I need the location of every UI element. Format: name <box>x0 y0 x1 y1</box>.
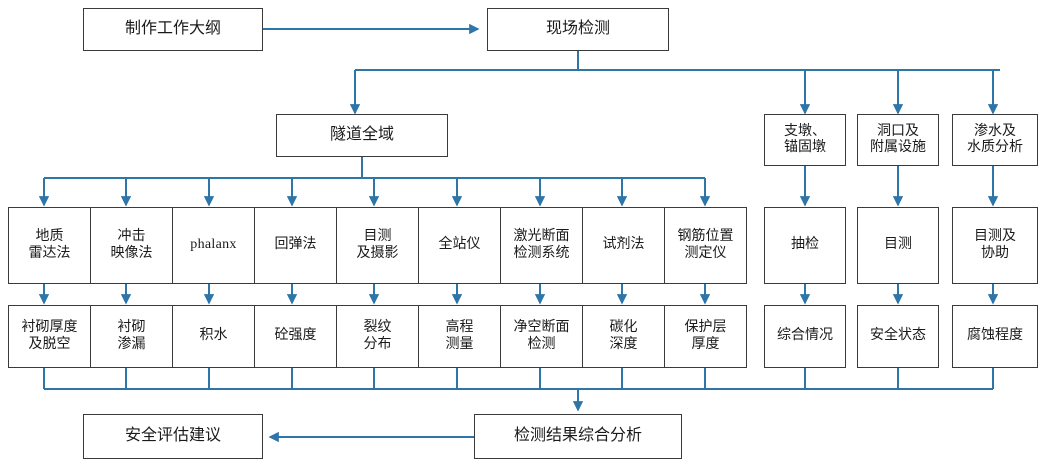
node-method-phalanx[interactable]: phalanx <box>172 207 255 284</box>
node-method-reagent[interactable]: 试剂法 <box>582 207 665 284</box>
node-method-laser-section[interactable]: 激光断面 检测系统 <box>500 207 583 284</box>
node-method-total-station[interactable]: 全站仪 <box>418 207 501 284</box>
node-result-concrete-strength-label: 砼强度 <box>274 328 317 344</box>
node-result-safety-status-label: 安全状态 <box>870 328 926 344</box>
node-result-lining-thickness-label: 衬砌厚度 及脱空 <box>21 320 78 352</box>
node-work-outline-label: 制作工作大纲 <box>124 20 221 38</box>
node-method-impact-imaging[interactable]: 冲击 映像法 <box>90 207 173 284</box>
node-safety-recommendation-label: 安全评估建议 <box>124 427 221 445</box>
node-result-corrosion-degree-label: 腐蚀程度 <box>967 328 1023 344</box>
node-result-carbonation-depth-label: 碳化 深度 <box>609 320 638 352</box>
node-tunnel-whole-label: 隧道全域 <box>329 126 394 144</box>
node-result-overall-condition[interactable]: 综合情况 <box>764 305 846 368</box>
node-safety-recommendation[interactable]: 安全评估建议 <box>83 414 263 459</box>
node-method-visual-photo-label: 目测 及摄影 <box>356 229 399 261</box>
node-result-cover-thickness[interactable]: 保护层 厚度 <box>664 305 747 368</box>
node-result-clearance-section[interactable]: 净空断面 检测 <box>500 305 583 368</box>
node-method-rebound-label: 回弹法 <box>274 237 317 253</box>
node-result-elevation-survey[interactable]: 高程 测量 <box>418 305 501 368</box>
node-method-ground-radar-label: 地质 雷达法 <box>28 229 71 261</box>
node-comprehensive-analysis[interactable]: 检测结果综合分析 <box>474 414 682 459</box>
node-result-elevation-survey-label: 高程 测量 <box>445 320 474 352</box>
node-result-overall-condition-label: 综合情况 <box>777 328 833 344</box>
node-target-portal[interactable]: 洞口及 附属设施 <box>857 114 939 166</box>
node-result-cover-thickness-label: 保护层 厚度 <box>684 320 727 352</box>
node-result-corrosion-degree[interactable]: 腐蚀程度 <box>952 305 1038 368</box>
node-result-lining-leakage[interactable]: 衬砌 渗漏 <box>90 305 173 368</box>
node-target-portal-label: 洞口及 附属设施 <box>870 123 926 155</box>
node-target-pier-label: 支墩、 锚固墩 <box>784 123 826 155</box>
node-method-visual-assist[interactable]: 目测及 协助 <box>952 207 1038 284</box>
node-method-total-station-label: 全站仪 <box>438 237 481 253</box>
node-method-sampling-label: 抽检 <box>791 237 819 253</box>
node-result-lining-thickness[interactable]: 衬砌厚度 及脱空 <box>8 305 91 368</box>
node-method-rebound[interactable]: 回弹法 <box>254 207 337 284</box>
node-method-reagent-label: 试剂法 <box>602 237 645 253</box>
node-method-impact-imaging-label: 冲击 映像法 <box>110 229 153 261</box>
node-method-ground-radar[interactable]: 地质 雷达法 <box>8 207 91 284</box>
node-site-inspection-label: 现场检测 <box>545 20 610 38</box>
node-result-safety-status[interactable]: 安全状态 <box>857 305 939 368</box>
node-method-visual-assist-label: 目测及 协助 <box>974 229 1016 261</box>
node-result-lining-leakage-label: 衬砌 渗漏 <box>117 320 146 352</box>
node-method-rebar-locator[interactable]: 钢筋位置 测定仪 <box>664 207 747 284</box>
node-result-concrete-strength[interactable]: 砼强度 <box>254 305 337 368</box>
node-method-visual-photo[interactable]: 目测 及摄影 <box>336 207 419 284</box>
node-result-clearance-section-label: 净空断面 检测 <box>513 320 570 352</box>
node-target-seepage-label: 渗水及 水质分析 <box>967 123 1023 155</box>
node-target-seepage[interactable]: 渗水及 水质分析 <box>952 114 1038 166</box>
node-method-rebar-locator-label: 钢筋位置 测定仪 <box>677 229 734 261</box>
node-result-water-accumulation[interactable]: 积水 <box>172 305 255 368</box>
node-site-inspection[interactable]: 现场检测 <box>487 8 669 51</box>
node-method-phalanx-label: phalanx <box>190 237 237 253</box>
node-method-sampling[interactable]: 抽检 <box>764 207 846 284</box>
node-result-carbonation-depth[interactable]: 碳化 深度 <box>582 305 665 368</box>
node-work-outline[interactable]: 制作工作大纲 <box>83 8 263 51</box>
node-result-water-accumulation-label: 积水 <box>199 328 228 344</box>
node-tunnel-whole[interactable]: 隧道全域 <box>276 114 448 157</box>
node-method-laser-section-label: 激光断面 检测系统 <box>513 229 570 261</box>
node-method-visual-label: 目测 <box>884 237 912 253</box>
node-result-crack-distribution[interactable]: 裂纹 分布 <box>336 305 419 368</box>
node-target-pier[interactable]: 支墩、 锚固墩 <box>764 114 846 166</box>
node-method-visual[interactable]: 目测 <box>857 207 939 284</box>
node-comprehensive-analysis-label: 检测结果综合分析 <box>513 427 642 445</box>
node-result-crack-distribution-label: 裂纹 分布 <box>363 320 392 352</box>
